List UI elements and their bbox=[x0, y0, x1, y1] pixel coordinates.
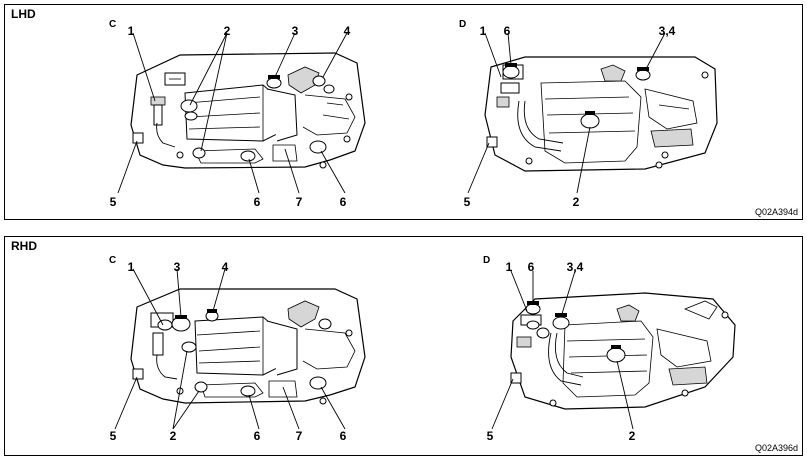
lhd-d-callout-6: 6 bbox=[503, 24, 511, 38]
lhd-view-d-leader-lines bbox=[467, 32, 666, 194]
lhd-d-callout-3-4: 3,4 bbox=[658, 24, 676, 38]
rhd-d-callout-1: 1 bbox=[505, 260, 513, 274]
lhd-c-callout-5: 5 bbox=[109, 195, 117, 209]
rhd-c-callout-1: 1 bbox=[127, 260, 135, 274]
rhd-title: RHD bbox=[11, 239, 37, 253]
rhd-view-c-leader-lines bbox=[114, 268, 346, 430]
rhd-c-callout-6a: 6 bbox=[253, 429, 261, 443]
rhd-engine-drawings bbox=[114, 268, 736, 430]
rhd-view-c-letter: C bbox=[109, 255, 117, 266]
lhd-c-callout-3: 3 bbox=[291, 24, 299, 38]
rhd-c-callout-4: 4 bbox=[221, 260, 229, 274]
lhd-d-callout-1: 1 bbox=[479, 24, 487, 38]
lhd-c-callout-2: 2 bbox=[223, 24, 231, 38]
lhd-view-c-leader-lines bbox=[117, 32, 348, 194]
rhd-panel: RHD C D bbox=[4, 236, 803, 456]
lhd-view-c-letter: C bbox=[109, 19, 117, 30]
lhd-figure-code: Q02A394d bbox=[754, 207, 798, 217]
rhd-c-callout-2: 2 bbox=[169, 429, 177, 443]
rhd-d-callout-3-4: 3,4 bbox=[566, 260, 584, 274]
rhd-d-callout-2: 2 bbox=[628, 429, 636, 443]
lhd-view-c-engine-drawing bbox=[130, 52, 366, 169]
lhd-c-callout-6b: 6 bbox=[339, 195, 347, 209]
rhd-c-callout-3: 3 bbox=[173, 260, 181, 274]
lhd-d-callout-2: 2 bbox=[572, 195, 580, 209]
lhd-c-callout-7: 7 bbox=[295, 195, 303, 209]
rhd-figure-code: Q02A396d bbox=[754, 443, 798, 453]
rhd-view-c-engine-drawing bbox=[130, 288, 366, 405]
lhd-c-callout-6a: 6 bbox=[253, 195, 261, 209]
rhd-c-callout-5: 5 bbox=[109, 429, 117, 443]
lhd-panel: LHD C D bbox=[4, 4, 803, 220]
lhd-title: LHD bbox=[11, 7, 36, 21]
lhd-view-d-engine-drawing bbox=[484, 56, 718, 172]
lhd-view-d-letter: D bbox=[459, 19, 467, 30]
rhd-d-callout-6: 6 bbox=[527, 260, 535, 274]
rhd-view-d-leader-lines bbox=[491, 270, 634, 430]
rhd-d-callout-5: 5 bbox=[486, 429, 494, 443]
rhd-view-d-engine-drawing bbox=[510, 292, 736, 410]
lhd-d-callout-5: 5 bbox=[463, 195, 471, 209]
rhd-c-callout-7: 7 bbox=[295, 429, 303, 443]
lhd-c-callout-4: 4 bbox=[343, 24, 351, 38]
lhd-engine-drawings bbox=[117, 32, 718, 194]
rhd-view-d-letter: D bbox=[483, 255, 491, 266]
rhd-c-callout-6b: 6 bbox=[339, 429, 347, 443]
lhd-c-callout-1: 1 bbox=[127, 24, 135, 38]
